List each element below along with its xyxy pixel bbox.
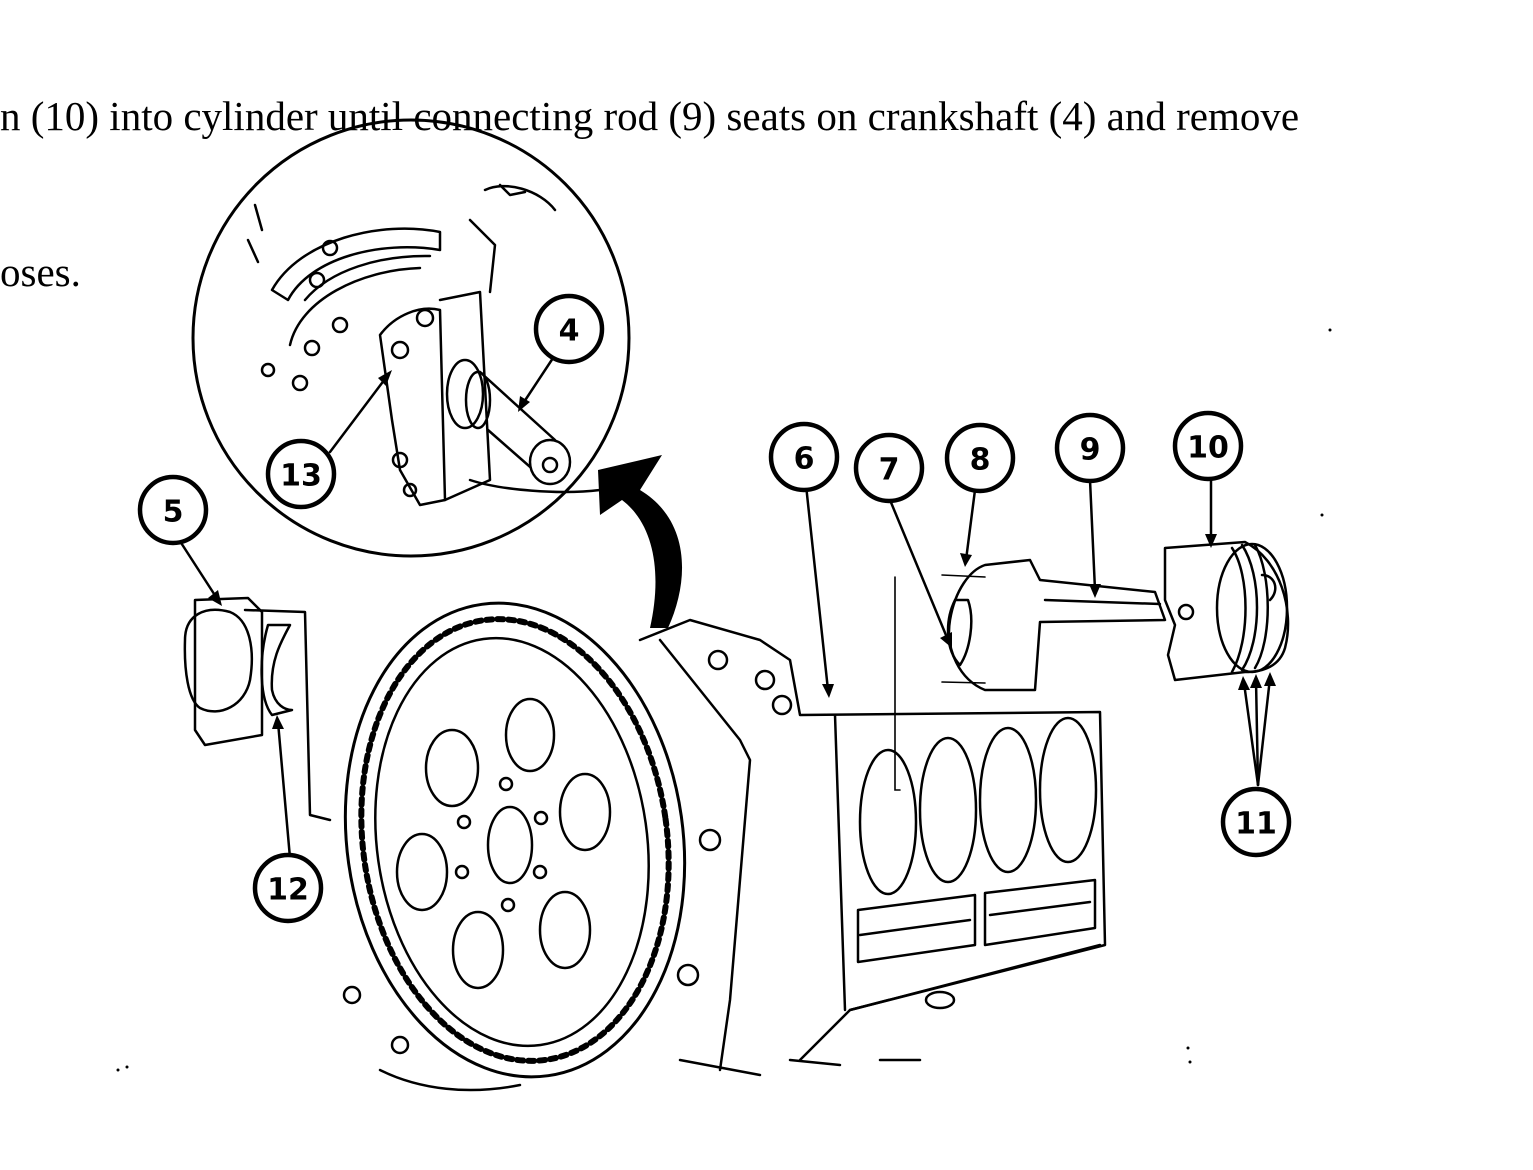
callout-12: 12 [252, 852, 324, 924]
instruction-line-1: n (10) into cylinder until connecting ro… [0, 93, 1300, 139]
callout-leaders [174, 476, 1276, 860]
callout-5: 5 [137, 474, 209, 546]
callout-4-label: 4 [559, 314, 580, 349]
leader-13 [328, 373, 390, 454]
callout-6: 6 [768, 421, 840, 493]
callout-12-label: 12 [267, 873, 309, 908]
callout-13-label: 13 [280, 459, 322, 494]
callout-7: 7 [853, 432, 925, 504]
callout-10: 10 [1172, 410, 1244, 482]
instruction-line-2: oses. [0, 249, 81, 295]
callout-10-label: 10 [1187, 431, 1229, 466]
crankshaft-detail-view [191, 118, 631, 558]
callout-7-label: 7 [879, 453, 900, 488]
bearing-cap-part [183, 596, 332, 822]
instruction-text: n (10) into cylinder until connecting ro… [0, 0, 1533, 402]
callout-11: 11 [1220, 786, 1292, 858]
callout-6-label: 6 [794, 442, 815, 477]
engine-block-part [342, 618, 1107, 1092]
leader-4 [520, 353, 557, 407]
callout-9-label: 9 [1080, 433, 1101, 468]
callout-8: 8 [944, 422, 1016, 494]
magnify-arrow [598, 455, 683, 628]
callout-13: 13 [265, 438, 337, 510]
callout-11-label: 11 [1235, 807, 1277, 842]
callout-5-label: 5 [163, 495, 184, 530]
piston-part [1163, 540, 1290, 682]
flywheel-part [343, 601, 687, 1079]
callout-4: 4 [533, 293, 605, 365]
callout-9: 9 [1054, 412, 1126, 484]
callout-8-label: 8 [970, 443, 991, 478]
